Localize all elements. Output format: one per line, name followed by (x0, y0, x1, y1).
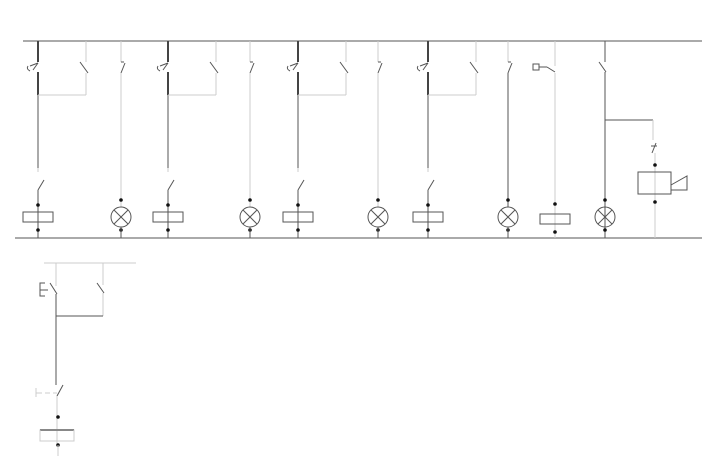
pushbutton-icon (532, 63, 540, 71)
pushbutton-coil-branch (532, 41, 571, 238)
switch-icon (651, 142, 657, 154)
node-dot (426, 228, 430, 232)
relay-coil-icon (412, 211, 444, 223)
node-dot (248, 198, 252, 202)
no-contact-icon (37, 179, 45, 191)
node-dot (376, 198, 380, 202)
switch-blade (422, 62, 429, 71)
node-dot (296, 228, 300, 232)
no-contact-icon (167, 179, 175, 191)
lower-circuit (35, 262, 136, 456)
pushbutton-icon (39, 282, 48, 297)
switch-icon (120, 62, 126, 74)
hand-operator-icon (26, 62, 39, 72)
node-dot (426, 203, 430, 207)
parallel-contact-icon (209, 61, 219, 74)
lamp-cross (597, 209, 613, 225)
lamp-cross (370, 209, 386, 225)
parallel-contact-icon (79, 61, 89, 74)
node-dot (166, 203, 170, 207)
hand-operator-icon (286, 62, 299, 72)
switch-icon (377, 62, 383, 74)
node-dot (166, 228, 170, 232)
node-dot (603, 228, 607, 232)
switch-icon (249, 62, 255, 74)
latching-branch-1 (22, 41, 89, 238)
parallel-contact-icon (339, 61, 349, 74)
lamp-branch-2 (239, 41, 261, 238)
relay-coil-icon (539, 213, 571, 225)
lamp-cross (500, 209, 516, 225)
hand-operator-icon (156, 62, 169, 72)
parallel-contact-icon (96, 282, 105, 294)
switch-blade (32, 62, 39, 71)
timer-operator-icon (35, 388, 57, 397)
no-contact-icon (427, 179, 435, 191)
parallel-contact-icon (469, 61, 479, 74)
timer-contact-icon (56, 384, 64, 397)
switch-blade (292, 62, 299, 71)
switch-blade (162, 62, 169, 71)
switch-blade (546, 66, 556, 73)
lamp-cross (242, 209, 258, 225)
horn-body (637, 171, 672, 195)
node-dot (653, 200, 657, 204)
lamp-cross (113, 209, 129, 225)
latching-branch-4 (412, 41, 479, 238)
node-dot (56, 415, 60, 419)
lamp-branch-3 (367, 41, 389, 238)
lamp-branch-1 (110, 41, 132, 238)
horn-icon (670, 175, 688, 191)
lamp-branch-4 (497, 41, 519, 238)
no-contact-icon (297, 179, 305, 191)
switch-icon (598, 61, 607, 73)
node-dot (36, 228, 40, 232)
node-dot (553, 202, 557, 206)
node-dot (296, 203, 300, 207)
relay-coil-icon (152, 211, 184, 223)
node-dot (36, 203, 40, 207)
switch-icon (507, 62, 513, 74)
latching-branch-2 (152, 41, 219, 238)
coil-icon (39, 429, 75, 442)
relay-coil-icon (22, 211, 54, 223)
node-dot (553, 230, 557, 234)
node-dot (603, 198, 607, 202)
node-dot (119, 198, 123, 202)
latching-branch-3 (282, 41, 349, 238)
node-dot (653, 163, 657, 167)
relay-coil-icon (282, 211, 314, 223)
hand-operator-icon (416, 62, 429, 72)
lamp-icon (594, 206, 616, 228)
node-dot (506, 198, 510, 202)
lamp-horn-branch (594, 41, 688, 238)
switch-blade (49, 282, 58, 295)
